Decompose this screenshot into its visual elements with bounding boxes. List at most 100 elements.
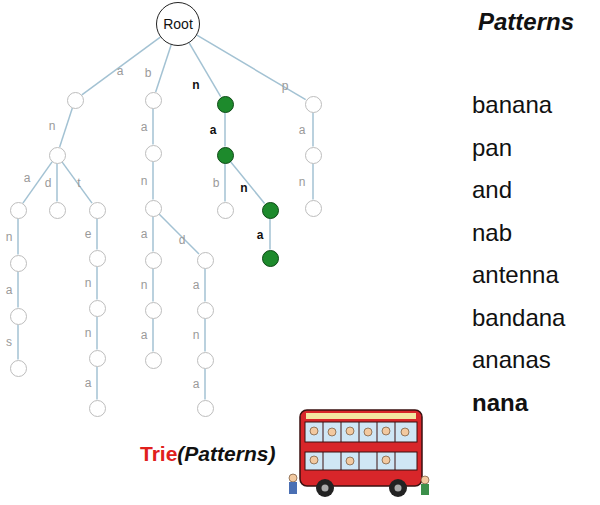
- trie-edge: [96, 317, 98, 350]
- lower-windows: [305, 452, 417, 470]
- trie-edge: [269, 219, 271, 250]
- trie-edge: [312, 113, 314, 147]
- trie-node: [49, 202, 66, 219]
- trie-node: [145, 200, 162, 217]
- trie-node: [89, 400, 106, 417]
- edge-letter: a: [210, 124, 217, 136]
- edge-letter: a: [141, 121, 148, 133]
- trie-node: [145, 252, 162, 269]
- trie-node: [145, 302, 162, 319]
- trie-node: [10, 308, 27, 325]
- wheel: [389, 479, 407, 497]
- patterns-word: (Patterns): [177, 442, 275, 465]
- trie-edge: [152, 319, 154, 352]
- pedestrian: [421, 484, 429, 495]
- trie-node: [49, 147, 66, 164]
- edge-letter: a: [24, 172, 31, 184]
- trie-node: [10, 202, 27, 219]
- trie-word: Trie: [140, 442, 177, 465]
- pattern-text: ananas: [472, 348, 551, 372]
- trie-edge: [224, 113, 226, 147]
- window-frames: [323, 422, 395, 470]
- trie-node: [89, 350, 106, 367]
- edge-letter: a: [141, 228, 148, 240]
- edge-letter: p: [282, 80, 289, 92]
- trie-edge: [17, 219, 19, 255]
- pattern-text: pan: [472, 136, 512, 160]
- edge-letter: n: [141, 279, 148, 291]
- trie-edge: [96, 219, 98, 250]
- trie-edge: [17, 325, 19, 360]
- trie-node: [89, 250, 106, 267]
- edge-letter: e: [85, 228, 92, 240]
- trie-node: [305, 96, 322, 113]
- bus-body: [300, 410, 422, 486]
- trie-caption-row: Trie(Patterns): [140, 442, 275, 466]
- edge-letter: b: [145, 67, 152, 79]
- pattern-text: banana: [472, 93, 552, 117]
- edge-letter: a: [141, 329, 148, 341]
- trie-edge: [96, 367, 98, 400]
- trie-edge: [230, 162, 264, 204]
- list-heading: Patterns: [478, 10, 574, 34]
- pattern-text: antenna: [472, 263, 559, 287]
- trie-edge: [152, 269, 154, 302]
- trie-node: [10, 360, 27, 377]
- edge-letter: d: [179, 234, 186, 246]
- pedestrian: [289, 482, 297, 494]
- trie-node: [67, 92, 84, 109]
- trie-edge: [152, 162, 154, 200]
- edge-letter: a: [193, 279, 200, 291]
- pattern-text: nana: [472, 391, 528, 415]
- trie-node: [262, 202, 279, 219]
- edge-letter: b: [213, 177, 220, 189]
- trie-edge: [204, 319, 206, 352]
- trie-node: [217, 96, 234, 113]
- edge-letter: n: [299, 176, 306, 188]
- pattern-text: bandana: [472, 306, 565, 330]
- edge-letter: n: [85, 327, 92, 339]
- trie-node: [262, 250, 279, 267]
- edge-letter: a: [299, 124, 306, 136]
- trie-node: [197, 352, 214, 369]
- root-node: Root: [156, 2, 200, 46]
- trie-edge: [56, 164, 58, 202]
- trie-edge: [312, 164, 314, 200]
- trie-node: [217, 202, 234, 219]
- edge-letter: a: [6, 284, 13, 296]
- trie-node: [197, 252, 214, 269]
- trie-edge: [156, 45, 171, 92]
- trie-edge: [224, 164, 226, 202]
- edge-letter: a: [117, 65, 124, 77]
- trie-edge: [96, 267, 98, 300]
- upper-windows: [305, 422, 417, 442]
- trie-edge: [189, 43, 221, 97]
- edge-letter: n: [240, 182, 247, 194]
- trie-edge: [17, 272, 19, 308]
- trie-edge: [62, 162, 92, 203]
- edge-letter: n: [85, 277, 92, 289]
- hub: [322, 485, 329, 492]
- edge-letter: t: [77, 177, 80, 189]
- edge-letter: n: [49, 120, 56, 132]
- pattern-text: nab: [472, 221, 512, 245]
- trie-node: [10, 255, 27, 272]
- edge-letter: a: [257, 229, 264, 241]
- trie-edge: [204, 369, 206, 400]
- trie-edge: [152, 109, 154, 145]
- trie-edge: [197, 35, 306, 99]
- trie-node: [217, 147, 234, 164]
- pattern-text: and: [472, 178, 512, 202]
- trie-node: [89, 202, 106, 219]
- trie-node: [145, 92, 162, 109]
- edge-letter: n: [141, 175, 148, 187]
- trie-node: [305, 147, 322, 164]
- bus-sign: [306, 413, 416, 419]
- edge-letter: n: [192, 79, 199, 91]
- wheel: [316, 479, 334, 497]
- trie-edge: [152, 217, 154, 252]
- trie-edge: [82, 37, 160, 95]
- edge-letter: s: [6, 336, 12, 348]
- trie-node: [305, 200, 322, 217]
